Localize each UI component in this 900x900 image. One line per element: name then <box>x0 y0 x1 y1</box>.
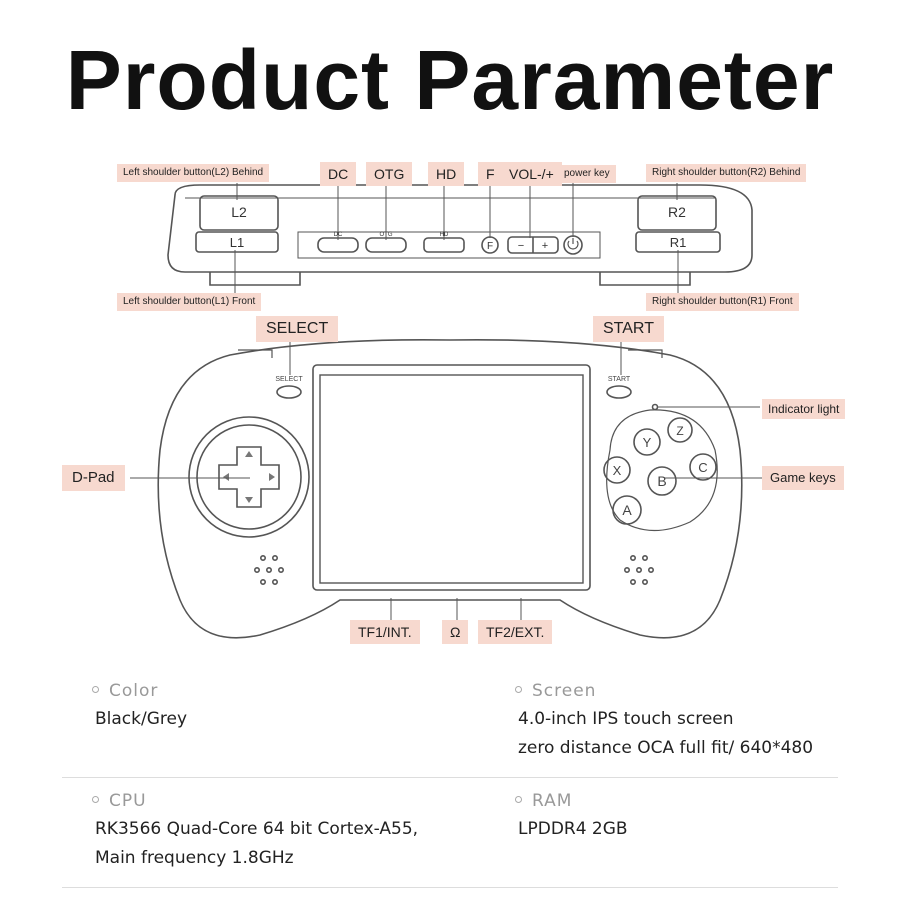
label-tf2: TF2/EXT. <box>478 620 553 644</box>
label-start: START <box>593 316 664 342</box>
divider <box>62 887 838 888</box>
vol-plus-engraved: + <box>542 240 548 252</box>
spec-cpu-value: RK3566 Quad-Core 64 bit Cortex-A55, Main… <box>95 819 419 868</box>
label-indicator-light: Indicator light <box>762 399 846 419</box>
x-engraved: X <box>613 463 622 478</box>
label-dpad: D-Pad <box>62 465 125 491</box>
label-game-keys: Game keys <box>762 466 844 490</box>
bullet-icon <box>92 685 99 693</box>
l2-engraved: L2 <box>231 204 247 220</box>
spec-ram-label: RAM <box>515 791 572 811</box>
spec-cpu-label: CPU <box>92 791 147 811</box>
label-tf1: TF1/INT. <box>350 620 420 644</box>
r1-engraved: R1 <box>670 235 687 250</box>
select-engraved: SELECT <box>275 376 303 383</box>
start-engraved: START <box>608 376 631 383</box>
label-f: F <box>478 162 503 186</box>
bullet-icon <box>515 685 522 693</box>
y-engraved: Y <box>643 435 652 450</box>
label-dc: DC <box>320 162 357 186</box>
z-engraved: Z <box>676 424 683 438</box>
label-l2-behind: Left shoulder button(L2) Behind <box>117 164 270 182</box>
a-engraved: A <box>622 502 632 518</box>
top-view-drawing: L2 L1 R2 R1 DC OTG HD F − + <box>167 182 753 294</box>
spec-screen-label: Screen <box>515 681 596 701</box>
spec-screen-value: 4.0-inch IPS touch screen zero distance … <box>518 709 814 758</box>
label-otg: OTG <box>366 162 413 186</box>
l1-engraved: L1 <box>230 235 244 250</box>
page-title: Product Parameter <box>65 33 835 127</box>
label-l1-front: Left shoulder button(L1) Front <box>117 293 262 311</box>
label-r1-front: Right shoulder button(R1) Front <box>646 293 799 311</box>
front-view-drawing: SELECT START X Y Z A B C <box>130 339 762 639</box>
spec-color-value: Black/Grey <box>95 709 188 729</box>
headphone-icon: Ω <box>450 624 461 640</box>
label-power-key: power key <box>558 165 616 183</box>
f-engraved: F <box>487 241 493 252</box>
c-engraved: C <box>698 460 707 475</box>
label-headphone: Ω <box>442 620 469 644</box>
bullet-icon <box>515 795 522 803</box>
label-hd: HD <box>428 162 465 186</box>
b-engraved: B <box>657 473 666 489</box>
label-select: SELECT <box>256 316 339 342</box>
spec-color-label: Color <box>92 681 158 701</box>
vol-minus-engraved: − <box>518 240 524 252</box>
bullet-icon <box>92 795 99 803</box>
spec-ram-value: LPDDR4 2GB <box>518 819 628 839</box>
label-r2-behind: Right shoulder button(R2) Behind <box>646 164 807 182</box>
r2-engraved: R2 <box>668 204 686 220</box>
divider <box>62 777 838 778</box>
label-vol: VOL-/+ <box>501 162 562 186</box>
